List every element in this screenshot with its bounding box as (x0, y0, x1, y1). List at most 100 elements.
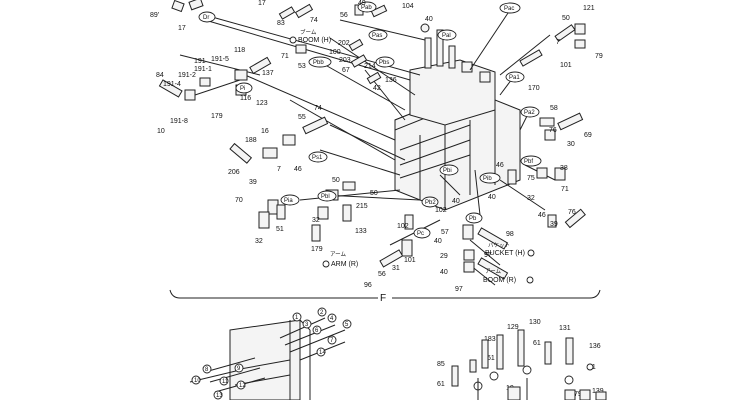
part-number: 30 (567, 141, 575, 148)
circled-mark: 10 (194, 378, 201, 384)
part-number: 74 (314, 105, 322, 112)
part-number: 116 (240, 95, 251, 102)
port-label-pas: Pas (372, 33, 382, 39)
part-number: 129 (507, 324, 519, 331)
svg-text:ARM (R): ARM (R) (331, 261, 358, 268)
part-number: 17 (178, 25, 186, 32)
circled-mark: 9 (237, 366, 241, 372)
part-number: 10 (157, 128, 165, 135)
part-number: 40 (425, 16, 433, 23)
part-number: 76 (549, 127, 557, 134)
port-label-pb: Pb (469, 216, 477, 222)
port-label-pc: Pc (417, 231, 424, 237)
part-number: 29 (440, 253, 448, 260)
part-number: 191-5 (211, 56, 229, 63)
svg-text:アーム: アーム (485, 268, 502, 275)
lower-right-assembly (451, 329, 607, 400)
part-number: 118 (234, 47, 245, 54)
circled-mark: 13 (216, 393, 223, 399)
part-number: 85 (437, 361, 445, 368)
port-label-pbi: Pbi (443, 168, 452, 174)
port-label-dr: Dr (203, 15, 209, 21)
part-number: 102 (397, 223, 409, 230)
part-number: 83 (277, 20, 285, 27)
part-number: 123 (256, 100, 268, 107)
part-number: 191-4 (163, 81, 181, 88)
part-number: 104 (402, 3, 414, 10)
part-number: 40 (488, 194, 496, 201)
part-number: 179 (311, 246, 323, 253)
part-number: 191-1 (194, 66, 212, 73)
part-number: 39 (249, 179, 257, 186)
part-number: 75 (527, 175, 535, 182)
part-number: 58 (550, 105, 558, 112)
control-valve-block (394, 29, 521, 211)
callout-bucket-h: バケット BUCKET (H) (485, 242, 535, 257)
svg-text:アーム: アーム (330, 251, 347, 258)
port-label-pb2: Pb2 (425, 200, 436, 206)
part-number: 137 (262, 70, 274, 77)
part-number: 79 (595, 53, 603, 60)
part-number: 17 (258, 0, 266, 7)
port-label-pib: Pib (483, 176, 492, 182)
part-number: 71 (561, 186, 569, 193)
circled-mark: 5 (345, 322, 349, 328)
svg-text:BOOM (R): BOOM (R) (483, 277, 516, 284)
part-number: 136 (589, 343, 601, 350)
svg-text:バケット: バケット (488, 242, 510, 249)
part-number: 40 (440, 269, 448, 276)
part-number: 61 (487, 355, 495, 362)
port-label-pia: Pia (284, 198, 293, 204)
part-number: 31 (392, 265, 400, 272)
callout-arm-r: アーム ARM (R) (322, 251, 358, 268)
part-number: 74 (310, 17, 318, 24)
port-label-ps1: Ps1 (312, 155, 323, 161)
circled-mark: 12 (239, 383, 246, 389)
part-number: 39 (550, 221, 558, 228)
circled-mark: 6 (315, 328, 319, 334)
part-number: 202 (338, 40, 350, 47)
circled-mark: 4 (330, 316, 334, 322)
part-number: 191 (194, 58, 206, 65)
circled-mark: 14 (319, 350, 326, 356)
part-number: 49 (358, 0, 366, 7)
circled-marks: 1 2 3 4 5 6 7 8 9 10 11 12 13 14 (191, 307, 352, 400)
port-label-pbf: Pbf (524, 159, 533, 165)
section-label: F (380, 293, 386, 304)
port-label-pbb: Pbb (313, 60, 324, 66)
callout-boom-r: アーム BOOM (R) (483, 268, 534, 284)
part-number: 50 (370, 190, 378, 197)
part-number: 188 (245, 137, 257, 144)
part-number: 40 (434, 238, 442, 245)
part-number: 191-8 (170, 118, 188, 125)
part-number: 50 (562, 15, 570, 22)
part-number: 61 (533, 340, 541, 347)
port-label-pi: Pi (240, 86, 245, 92)
port-label-pbl: Pbl (321, 194, 330, 200)
part-number: 57 (441, 229, 449, 236)
part-number: 179 (211, 113, 223, 120)
part-number: 215 (356, 203, 368, 210)
part-number: 121 (583, 5, 595, 12)
part-number: 70 (235, 197, 243, 204)
lower-left-assembly (189, 317, 346, 400)
part-number: 38 (560, 165, 568, 172)
part-number: 97 (455, 286, 463, 293)
section-boundary: F (169, 289, 601, 304)
part-number: 40 (452, 198, 460, 205)
circled-mark: 1 (295, 315, 299, 321)
part-number: 100 (329, 49, 341, 56)
part-number: 61 (437, 381, 445, 388)
port-label-pa1: Pa1 (509, 75, 520, 81)
circled-mark: 8 (205, 367, 209, 373)
part-number: 191-2 (178, 72, 196, 79)
part-number: 56 (378, 271, 386, 278)
part-number: 53 (298, 63, 306, 70)
part-number: 131 (559, 325, 571, 332)
part-number: 203 (339, 57, 351, 64)
part-number: 136 (385, 77, 397, 84)
port-labels: Pac Pal Pab Pas Dr Pbb Pbs Pi Pa1 Pa2 Ps… (198, 1, 542, 239)
circled-mark: 3 (305, 322, 309, 328)
part-number: 50 (332, 177, 340, 184)
part-number: 16 (261, 128, 269, 135)
